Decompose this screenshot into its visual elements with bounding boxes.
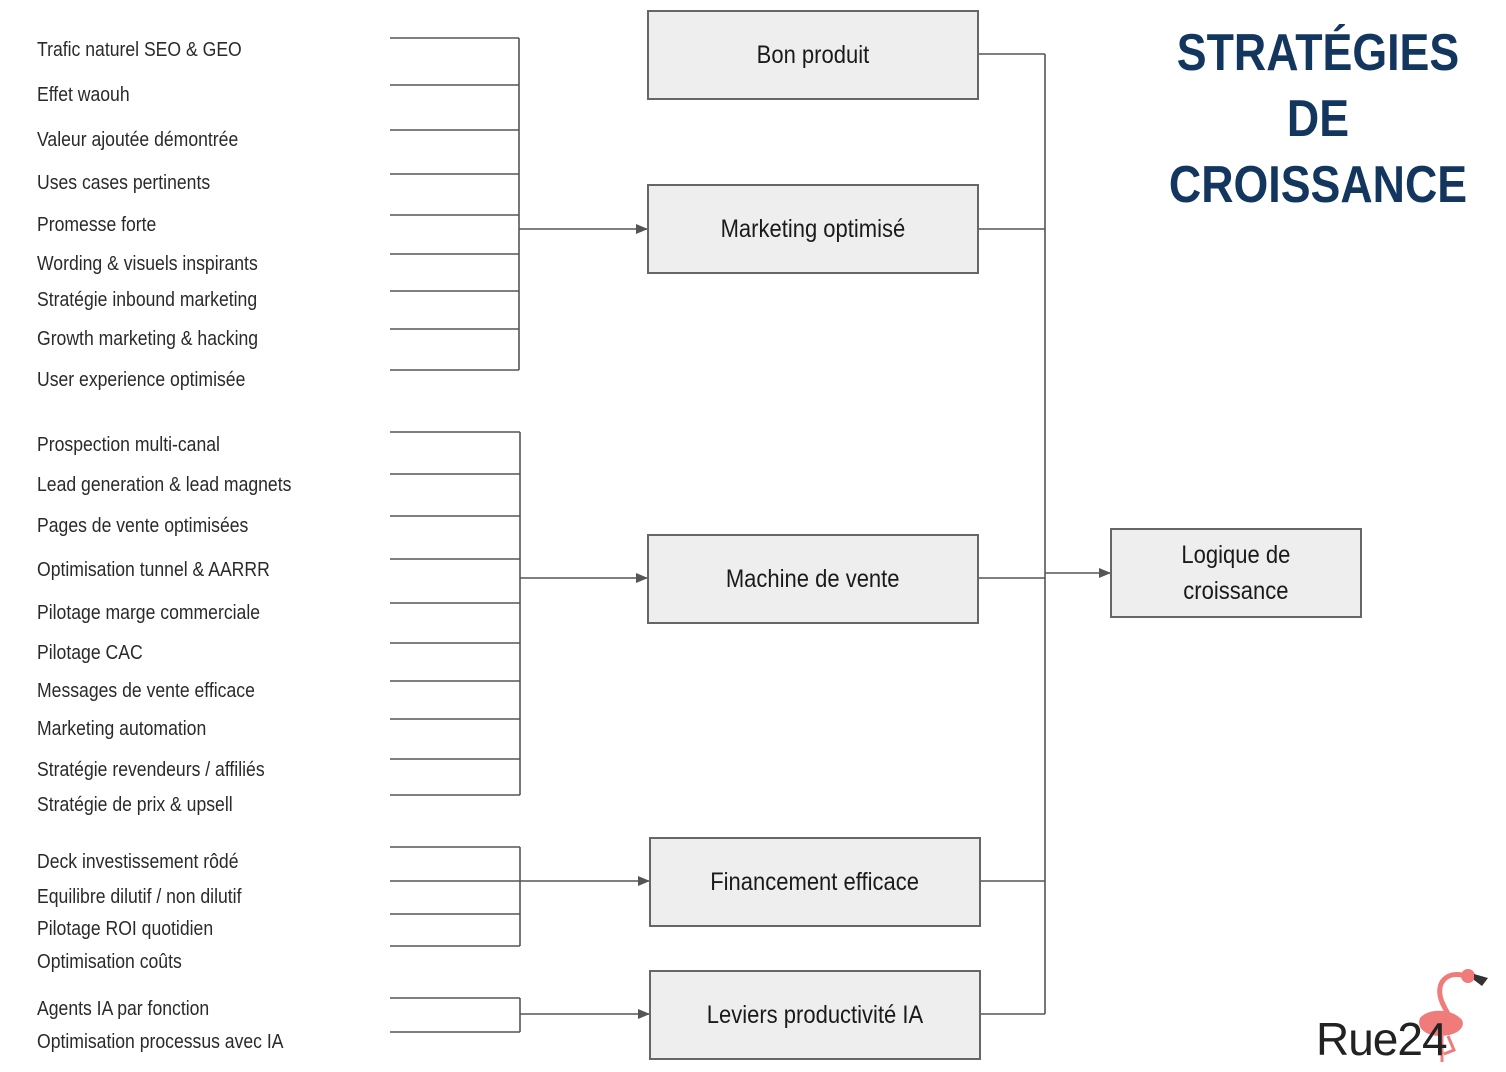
leaf-label-marketing: User experience optimisée bbox=[37, 369, 246, 391]
title-line2: CROISSANCE bbox=[1168, 156, 1468, 214]
leaf-label-vente: Prospection multi-canal bbox=[37, 434, 220, 456]
leaf-label-financement: Equilibre dilutif / non dilutif bbox=[37, 886, 242, 908]
leaf-label-vente: Lead generation & lead magnets bbox=[37, 474, 292, 496]
leaf-label-vente: Stratégie de prix & upsell bbox=[37, 794, 233, 816]
leaf-label-vente: Pilotage CAC bbox=[37, 642, 143, 664]
result-label: Logique de croissance bbox=[1182, 537, 1291, 609]
leaf-label-ia: Agents IA par fonction bbox=[37, 998, 210, 1020]
leaf-label-marketing: Growth marketing & hacking bbox=[37, 328, 259, 350]
title-line1: STRATÉGIES DE bbox=[1176, 24, 1460, 148]
leaf-label-marketing: Wording & visuels inspirants bbox=[37, 253, 258, 275]
box-financement-efficace: Financement efficace bbox=[649, 837, 981, 927]
leaf-label-ia: Optimisation processus avec IA bbox=[37, 1031, 284, 1053]
page-title: STRATÉGIES DE CROISSANCE bbox=[1156, 20, 1479, 218]
leaf-label-marketing: Trafic naturel SEO & GEO bbox=[37, 39, 242, 61]
leaf-label-financement: Deck investissement rôdé bbox=[37, 851, 239, 873]
box-logique-de-croissance: Logique de croissance bbox=[1110, 528, 1362, 618]
box-label: Machine de vente bbox=[726, 565, 900, 593]
leaf-label-financement: Pilotage ROI quotidien bbox=[37, 918, 214, 940]
leaf-label-financement: Optimisation coûts bbox=[37, 951, 182, 973]
leaf-label-marketing: Promesse forte bbox=[37, 214, 157, 236]
leaf-label-vente: Pages de vente optimisées bbox=[37, 515, 249, 537]
box-label: Marketing optimisé bbox=[720, 215, 906, 243]
leaf-label-vente: Marketing automation bbox=[37, 718, 207, 740]
leaf-label-vente: Messages de vente efficace bbox=[37, 680, 255, 702]
box-label: Financement efficace bbox=[710, 868, 920, 896]
leaf-label-marketing: Stratégie inbound marketing bbox=[37, 289, 258, 311]
result-label-line1: Logique de bbox=[1181, 541, 1291, 569]
box-label: Leviers productivité IA bbox=[706, 1001, 924, 1029]
leaf-label-marketing: Uses cases pertinents bbox=[37, 172, 211, 194]
box-leviers-productivite-ia: Leviers productivité IA bbox=[649, 970, 981, 1060]
flamingo-icon bbox=[1419, 969, 1488, 1062]
box-bon-produit: Bon produit bbox=[647, 10, 979, 100]
result-label-line2: croissance bbox=[1183, 577, 1289, 605]
box-machine-de-vente: Machine de vente bbox=[647, 534, 979, 624]
box-label: Bon produit bbox=[756, 41, 870, 69]
leaf-label-vente: Optimisation tunnel & AARRR bbox=[37, 559, 270, 581]
logo-text: Rue24 bbox=[1316, 1013, 1448, 1065]
box-marketing-optimise: Marketing optimisé bbox=[647, 184, 979, 274]
leaf-label-vente: Pilotage marge commerciale bbox=[37, 602, 261, 624]
leaf-label-marketing: Effet waouh bbox=[37, 84, 130, 106]
leaf-label-marketing: Valeur ajoutée démontrée bbox=[37, 129, 239, 151]
leaf-label-vente: Stratégie revendeurs / affiliés bbox=[37, 759, 265, 781]
brand-logo: Rue24 bbox=[1316, 962, 1496, 1068]
